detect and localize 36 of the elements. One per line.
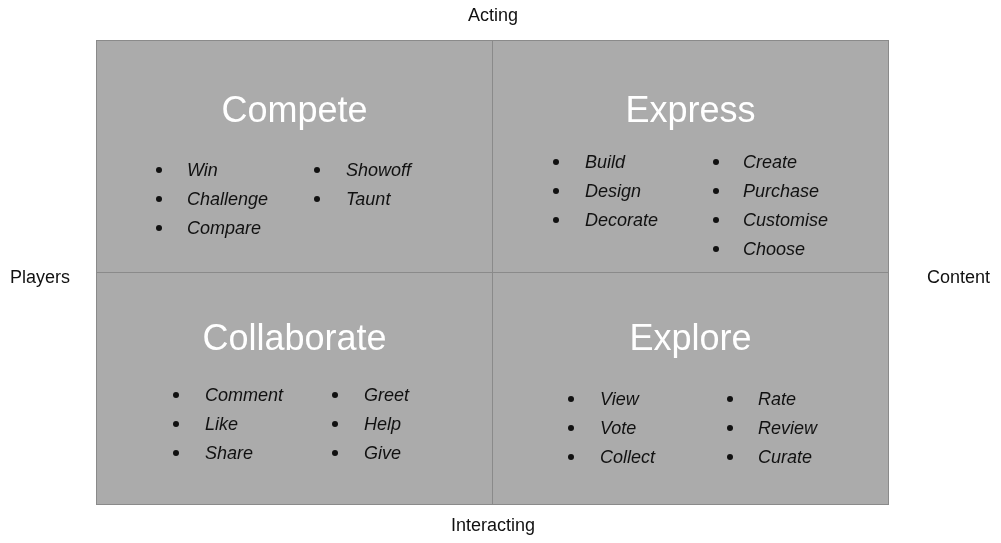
axis-label: Players [10,266,71,288]
list-item: Greet [364,384,410,406]
list-item: Taunt [346,188,391,210]
list-item: Customise [743,209,829,231]
list-item: Create [743,151,798,173]
list-item: Design [585,180,642,202]
list-item: Challenge [187,188,269,210]
list-item: Give [364,442,401,464]
list-item: Help [364,413,402,435]
list-item: Curate [758,446,813,468]
list-item: Vote [600,417,637,439]
list-item: Review [758,417,818,439]
list-item: Win [187,159,218,181]
axis-label: Content [926,266,990,288]
list-item: Choose [743,238,806,260]
list-item: Decorate [585,209,659,231]
quadrant-title: Express [625,89,756,131]
quadrant-title: Explore [629,317,752,359]
axis-label: Interacting [450,514,536,536]
list-item: Showoff [346,159,412,181]
list-item: Build [585,151,626,173]
axis-label: Acting [468,4,518,26]
list-item: Share [205,442,254,464]
quadrant-panel [492,272,889,505]
quadrant-title: Compete [221,89,368,131]
quadrant-panel [96,40,493,273]
list-item: Rate [758,388,797,410]
list-item: Like [205,413,239,435]
list-item: Comment [205,384,284,406]
list-item: Collect [600,446,656,468]
list-item: Compare [187,217,262,239]
quadrant-title: Collaborate [202,317,387,359]
quadrant-panel [492,40,889,273]
list-item: View [600,388,639,410]
quadrant-panel [96,272,493,505]
list-item: Purchase [743,180,820,202]
